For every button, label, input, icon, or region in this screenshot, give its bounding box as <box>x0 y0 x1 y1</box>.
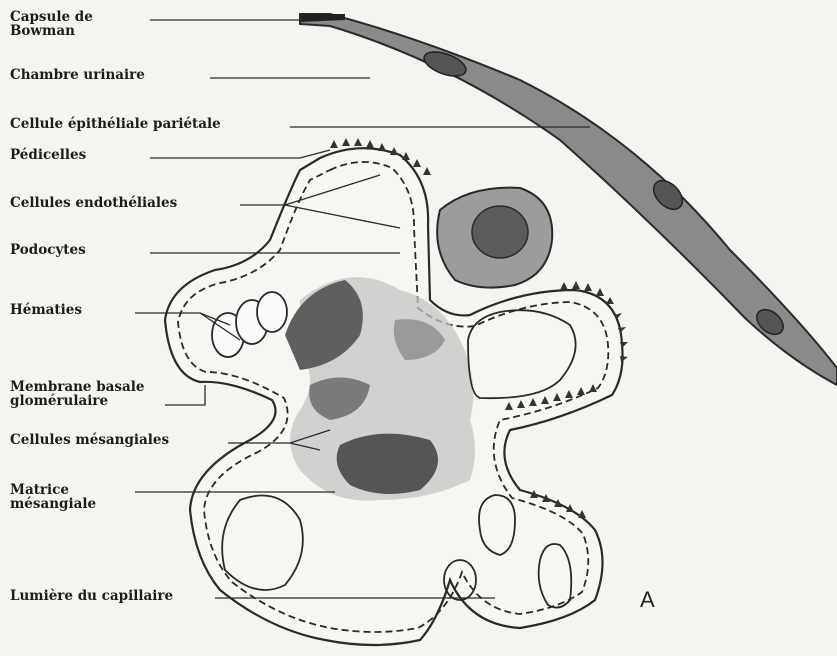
label-hematies: Hématies <box>10 303 82 317</box>
label-membrane-2: glomérulaire <box>10 394 108 408</box>
label-pedicelles: Pédicelles <box>10 148 86 162</box>
label-chambre-urinaire: Chambre urinaire <box>10 68 145 82</box>
label-cellules-mesangiales: Cellules mésangiales <box>10 433 169 447</box>
label-membrane-1: Membrane basale <box>10 380 144 394</box>
label-lumiere-capillaire: Lumière du capillaire <box>10 589 173 603</box>
label-matrice-2: mésangiale <box>10 497 96 511</box>
label-capsule-2: Bowman <box>10 24 75 38</box>
label-capsule-1: Capsule de <box>10 10 93 24</box>
label-cellules-endotheliales: Cellules endothéliales <box>10 196 177 210</box>
label-podocytes: Podocytes <box>10 243 86 257</box>
podocyte <box>437 188 552 288</box>
label-cellule-parietale: Cellule épithéliale pariétale <box>10 117 221 131</box>
label-matrice-1: Matrice <box>10 483 69 497</box>
panel-letter: A <box>640 587 655 613</box>
